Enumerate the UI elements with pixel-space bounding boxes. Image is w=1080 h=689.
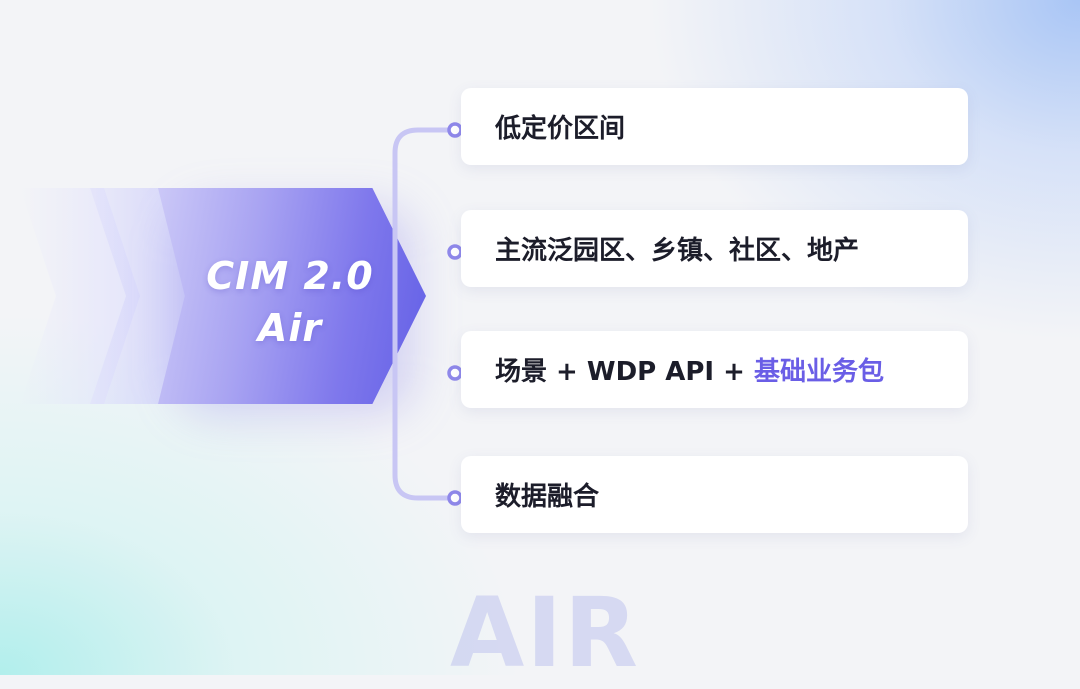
feature-card-pricing: 低定价区间 — [461, 88, 968, 165]
feature-card-scenarios: 主流泛园区、乡镇、社区、地产 — [461, 210, 968, 287]
product-badge-label: CIM 2.0 Air — [185, 250, 395, 354]
badge-subtitle: Air — [257, 306, 323, 350]
badge-title: CIM 2.0 — [206, 254, 374, 298]
feature-text-main: 场景 + WDP API + — [495, 357, 754, 387]
product-badge — [158, 188, 426, 404]
feature-text: 主流泛园区、乡镇、社区、地产 — [495, 236, 860, 266]
feature-text: 低定价区间 — [495, 114, 626, 144]
feature-text: 数据融合 — [495, 482, 600, 512]
watermark-text: AIR — [450, 577, 640, 689]
feature-text-highlight: 基础业务包 — [754, 357, 885, 387]
feature-card-data: 数据融合 — [461, 456, 968, 533]
feature-card-api: 场景 + WDP API + 基础业务包 — [461, 331, 968, 408]
feature-text: 场景 + WDP API + 基础业务包 — [461, 351, 884, 388]
